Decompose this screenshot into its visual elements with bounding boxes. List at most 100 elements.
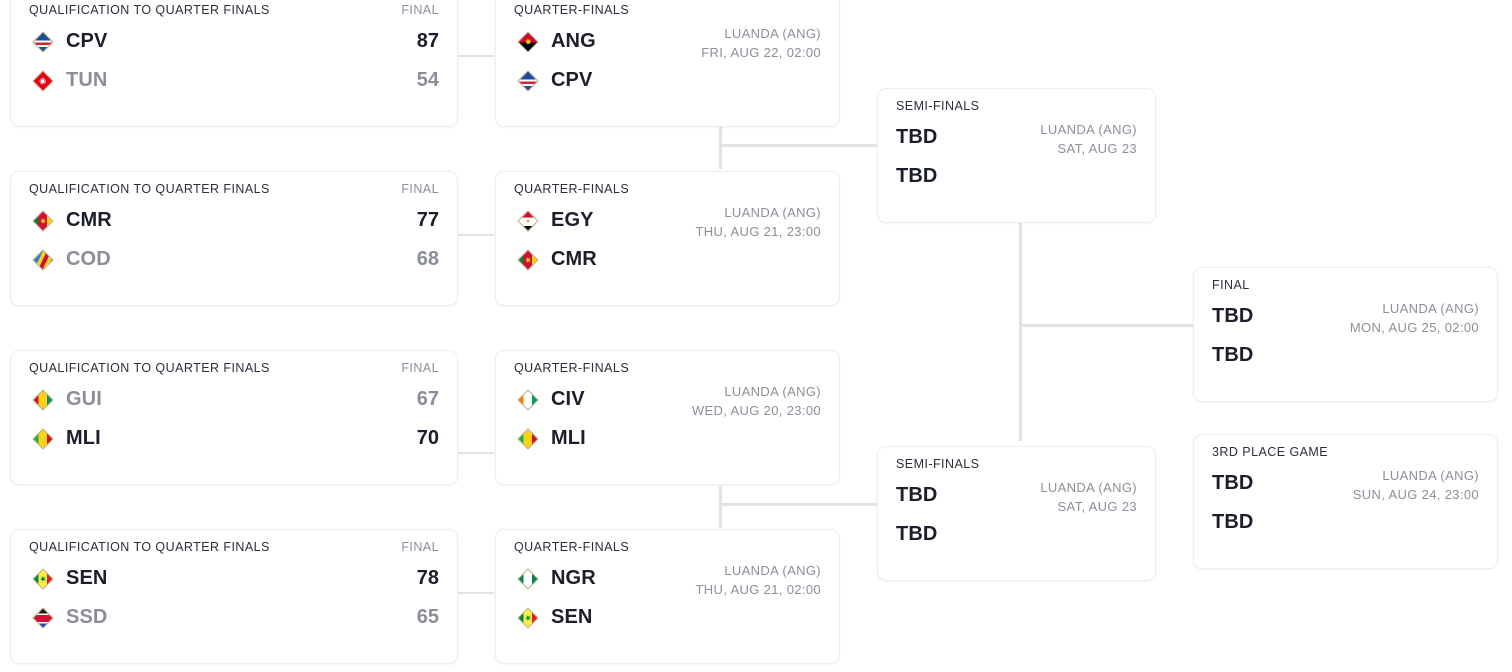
table-row[interactable]: ★ SEN (514, 598, 821, 637)
match-card-semi-final-2[interactable]: SEMI-FINALS LUANDA (ANG) SAT, AUG 23 TBD… (877, 446, 1156, 581)
team: TBD (896, 523, 1137, 546)
team-abbr: TBD (896, 523, 938, 545)
card-header: QUALIFICATION TO QUARTER FINALS FINAL (11, 0, 457, 17)
card-rows: LUANDA (ANG) SUN, AUG 24, 23:00 TBD TBD (1194, 459, 1497, 554)
card-header: QUALIFICATION TO QUARTER FINALS FINAL (11, 351, 457, 375)
table-row[interactable]: ★ SEN 78 (29, 559, 439, 598)
match-venue: LUANDA (ANG) (724, 26, 821, 41)
team: MLI (29, 427, 417, 450)
connector-qual2-qf2 (458, 234, 494, 236)
match-card-quarter-final-3[interactable]: QUARTER-FINALS LUANDA (ANG) WED, AUG 20,… (495, 350, 840, 485)
team-score: 67 (416, 388, 439, 410)
card-rows: CPV 87 ◉ TUN 54 (11, 17, 457, 112)
connector-qual3-qf3 (458, 452, 494, 454)
table-row[interactable]: ◉ TUN 54 (29, 61, 439, 100)
table-row[interactable]: NGR (514, 559, 821, 598)
flag-icon-dr-congo (29, 248, 56, 271)
card-rows: LUANDA (ANG) MON, AUG 25, 02:00 TBD TBD (1194, 292, 1497, 387)
flag-icon-angola: ✹ (514, 30, 541, 53)
card-title: 3RD PLACE GAME (1212, 445, 1329, 459)
flag-icon-mali (514, 427, 541, 450)
card-rows: ★ CMR 77 COD 68 (11, 196, 457, 291)
flag-icon-senegal: ★ (514, 606, 541, 629)
table-row[interactable]: ▪ EGY (514, 201, 821, 240)
table-row[interactable]: MLI (514, 419, 821, 458)
table-row[interactable]: TBD (1212, 297, 1479, 336)
team-abbr: NGR (551, 567, 596, 589)
card-title: SEMI-FINALS (896, 457, 980, 471)
card-rows: ★ SEN 78 SSD 65 (11, 554, 457, 649)
team: TBD (1212, 472, 1479, 495)
match-card-qualification-4[interactable]: QUALIFICATION TO QUARTER FINALS FINAL ★ … (10, 529, 458, 664)
table-row[interactable]: TBD (896, 157, 1137, 196)
match-meta: LUANDA (ANG) SUN, AUG 24, 23:00 (1353, 467, 1479, 505)
card-title: SEMI-FINALS (896, 99, 980, 113)
team: ✹ ANG (514, 30, 821, 53)
match-card-third-place[interactable]: 3RD PLACE GAME LUANDA (ANG) SUN, AUG 24,… (1193, 434, 1498, 569)
card-rows: LUANDA (ANG) SAT, AUG 23 TBD TBD (878, 113, 1155, 208)
match-meta: LUANDA (ANG) SAT, AUG 23 (1040, 479, 1137, 517)
team: NGR (514, 567, 821, 590)
match-card-semi-final-1[interactable]: SEMI-FINALS LUANDA (ANG) SAT, AUG 23 TBD… (877, 88, 1156, 223)
team: TBD (1212, 305, 1479, 328)
table-row[interactable]: TBD (896, 515, 1137, 554)
match-card-final[interactable]: FINAL LUANDA (ANG) MON, AUG 25, 02:00 TB… (1193, 267, 1498, 402)
table-row[interactable]: TBD (1212, 336, 1479, 375)
card-rows: LUANDA (ANG) THU, AUG 21, 23:00 ▪ EGY ★ … (496, 196, 839, 291)
connector-qf-top-vertical (719, 127, 722, 169)
team-score: 87 (416, 30, 439, 52)
match-venue: LUANDA (ANG) (724, 384, 821, 399)
table-row[interactable]: MLI 70 (29, 419, 439, 458)
team: CPV (29, 30, 417, 53)
table-row[interactable]: TBD (1212, 464, 1479, 503)
card-header: QUARTER-FINALS (496, 351, 839, 375)
table-row[interactable]: SSD 65 (29, 598, 439, 637)
match-card-quarter-final-1[interactable]: QUARTER-FINALS LUANDA (ANG) FRI, AUG 22,… (495, 0, 840, 127)
card-header: QUALIFICATION TO QUARTER FINALS FINAL (11, 530, 457, 554)
table-row[interactable]: CPV (514, 61, 821, 100)
match-meta: LUANDA (ANG) MON, AUG 25, 02:00 (1350, 300, 1479, 338)
match-card-qualification-2[interactable]: QUALIFICATION TO QUARTER FINALS FINAL ★ … (10, 171, 458, 306)
match-datetime: SAT, AUG 23 (1057, 140, 1137, 156)
match-card-quarter-final-2[interactable]: QUARTER-FINALS LUANDA (ANG) THU, AUG 21,… (495, 171, 840, 306)
flag-icon-nigeria (514, 567, 541, 590)
flag-icon-ivory-coast (514, 388, 541, 411)
match-card-quarter-final-4[interactable]: QUARTER-FINALS LUANDA (ANG) THU, AUG 21,… (495, 529, 840, 664)
table-row[interactable]: TBD (896, 118, 1137, 157)
card-header: QUARTER-FINALS (496, 530, 839, 554)
table-row[interactable]: GUI 67 (29, 380, 439, 419)
match-venue: LUANDA (ANG) (1040, 122, 1137, 137)
team-abbr: CMR (551, 248, 597, 270)
connector-sf-vertical (1019, 222, 1022, 441)
table-row[interactable]: ★ CMR 77 (29, 201, 439, 240)
match-venue: LUANDA (ANG) (1382, 301, 1479, 316)
card-status: FINAL (401, 3, 439, 17)
match-datetime: FRI, AUG 22, 02:00 (701, 44, 821, 60)
card-title: QUALIFICATION TO QUARTER FINALS (29, 540, 270, 554)
match-card-qualification-1[interactable]: QUALIFICATION TO QUARTER FINALS FINAL CP… (10, 0, 458, 127)
match-datetime: SUN, AUG 24, 23:00 (1352, 486, 1479, 502)
team: TBD (896, 165, 1137, 188)
team-abbr: SSD (66, 606, 108, 628)
table-row[interactable]: COD 68 (29, 240, 439, 279)
flag-icon-cape-verde (514, 69, 541, 92)
table-row[interactable]: TBD (896, 476, 1137, 515)
table-row[interactable]: ★ CMR (514, 240, 821, 279)
team-abbr: TBD (1212, 511, 1254, 533)
table-row[interactable]: CIV (514, 380, 821, 419)
flag-icon-senegal: ★ (29, 567, 56, 590)
table-row[interactable]: TBD (1212, 503, 1479, 542)
card-rows: LUANDA (ANG) FRI, AUG 22, 02:00 ✹ ANG CP… (496, 17, 839, 112)
table-row[interactable]: CPV 87 (29, 22, 439, 61)
flag-icon-cameroon: ★ (29, 209, 56, 232)
connector-qual4-qf4 (458, 592, 494, 594)
card-header: QUARTER-FINALS (496, 172, 839, 196)
team-abbr: EGY (551, 209, 594, 231)
match-card-qualification-3[interactable]: QUALIFICATION TO QUARTER FINALS FINAL GU… (10, 350, 458, 485)
table-row[interactable]: ✹ ANG (514, 22, 821, 61)
team-score: 77 (416, 209, 439, 231)
team: GUI (29, 388, 417, 411)
match-datetime: MON, AUG 25, 02:00 (1349, 319, 1479, 335)
match-datetime: WED, AUG 20, 23:00 (691, 402, 821, 418)
card-rows: GUI 67 MLI 70 (11, 375, 457, 470)
